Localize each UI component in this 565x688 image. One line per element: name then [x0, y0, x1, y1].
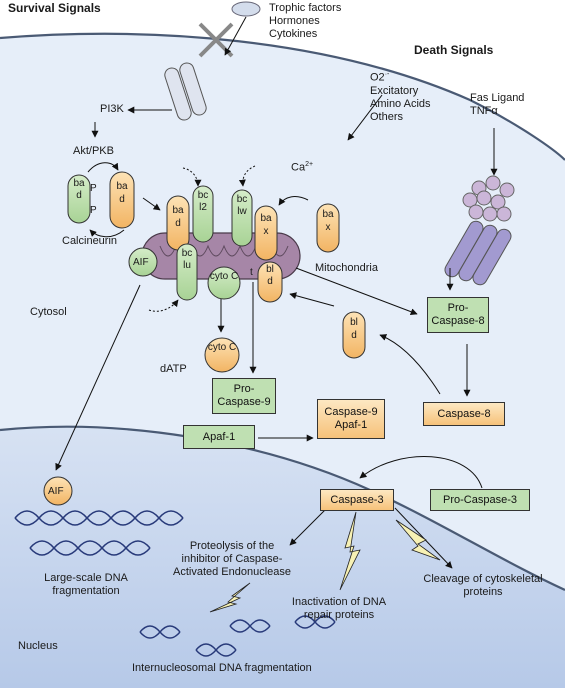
bad-p-protein: [67, 174, 91, 224]
calcium-label: Ca2+: [291, 161, 314, 174]
pro-caspase-9-box: Pro-Caspase-9: [212, 378, 276, 414]
trophic-factor-icon: [231, 1, 261, 17]
dna-repair-label: Inactivation of DNA repair proteins: [291, 596, 387, 621]
pro-caspase-3-box: Pro-Caspase-3: [430, 489, 530, 511]
nucleus-region: [0, 426, 565, 688]
pro-caspase-8-box: Pro-Caspase-8: [427, 297, 489, 333]
bax-protein: [254, 205, 278, 261]
aif-nucleus-text: AIF: [48, 486, 64, 497]
tnf-label: TNFα: [470, 105, 498, 117]
lightning-bolt-icon: [339, 511, 361, 591]
amino-acids-label: Amino Acids: [370, 98, 431, 110]
proteolysis-label: Proteolysis of the inhibitor of Caspase-…: [172, 540, 292, 578]
excitatory-label: Excitatory: [370, 85, 419, 97]
membrane-receptor-icon: [164, 62, 207, 121]
trophic-label: Trophic factors: [269, 2, 342, 14]
survival-signals-header: Survival Signals: [8, 1, 101, 15]
cyto-c-text: cyto C: [207, 342, 237, 353]
fas-receptor-icon: [444, 175, 515, 286]
bclu-protein: [176, 243, 198, 301]
aif-icon: [43, 476, 73, 506]
tbld-text: bld: [266, 264, 274, 287]
bcl2-protein: [192, 185, 214, 243]
caspase-8-box: Caspase-8: [423, 402, 505, 426]
caspase-9-apaf-box: Caspase-9 Apaf-1: [317, 399, 385, 439]
bcl2-text: bcl2: [197, 190, 209, 213]
aif-text: AIF: [133, 257, 149, 268]
hormones-label: Hormones: [269, 15, 320, 27]
apaf-1-box: Apaf-1: [183, 425, 255, 449]
mito-bad-text: bad: [172, 205, 184, 229]
cyto-c-icon: [204, 337, 240, 373]
dna-fragment-icon: [139, 615, 336, 657]
bld-protein: [342, 311, 366, 359]
o2-label: O2·-: [370, 71, 390, 84]
others-label: Others: [370, 111, 404, 123]
bclu-text: bclu: [181, 248, 193, 271]
cyto-c-mito-text: cyto C: [209, 271, 239, 282]
tbld-protein: [257, 261, 283, 303]
nucleus-label: Nucleus: [18, 640, 58, 652]
bad-p-text: bad: [73, 178, 85, 201]
aif-icon: [128, 247, 158, 277]
bax-free-text: bax: [322, 209, 334, 233]
phospho-p-1: P: [90, 183, 97, 194]
cyto-c-icon: [207, 266, 241, 300]
dna-large-icon: [14, 510, 184, 556]
bad-protein: [109, 171, 135, 229]
cytosol-label: Cytosol: [30, 306, 67, 318]
large-dna-label: Large-scale DNA fragmentation: [44, 572, 128, 597]
pi3k-label: PI3K: [100, 103, 124, 115]
caspase-3-box: Caspase-3: [320, 489, 394, 511]
cytokines-label: Cytokines: [269, 28, 318, 40]
internucleosomal-label: Internucleosomal DNA fragmentation: [132, 662, 312, 674]
death-signals-header: Death Signals: [414, 43, 494, 57]
mitochondria-label: Mitochondria: [315, 262, 378, 274]
lightning-bolt-icon: [209, 582, 251, 613]
t-text: t: [250, 267, 253, 278]
lightning-bolt-icon: [395, 519, 441, 561]
bad-text: bad: [116, 181, 128, 205]
bax-protein: [316, 203, 340, 253]
nuclear-membrane: [0, 425, 565, 591]
fas-ligand-label: Fas Ligand: [470, 92, 525, 104]
bld-text: bld: [350, 317, 358, 341]
calcineurin-label: Calcineurin: [62, 235, 118, 247]
phospho-p-2: P: [90, 205, 97, 216]
datp-label: dATP: [160, 363, 187, 375]
akt-label: Akt/PKB: [73, 145, 114, 157]
bclw-text: bclw: [236, 194, 248, 217]
cytoskeletal-label: Cleavage of cytoskeletal proteins: [423, 573, 543, 598]
plasma-membrane: [0, 32, 565, 161]
bax-text: bax: [260, 213, 272, 237]
bclw-protein: [231, 189, 253, 247]
